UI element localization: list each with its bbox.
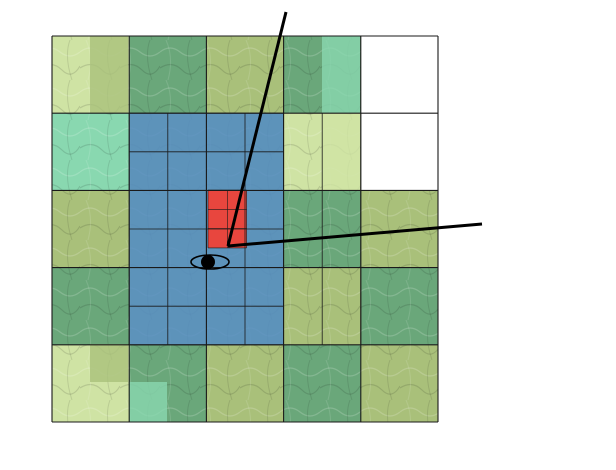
fine-cell-r5-c2 [206,306,245,345]
fine-cell-r3-c0 [129,229,168,268]
highlighted-cells [208,190,247,248]
terrain-texture-r2-c0 [52,190,130,268]
fine-cell-r1-c0 [129,151,168,191]
terrain-texture-r3-c4 [360,267,438,345]
observer-point [201,255,215,269]
fine-cell-r0-c0 [129,113,168,152]
ray-up [226,11,288,247]
terrain-texture-r4-c2 [206,344,284,422]
coarse-cell-r0-c4 [360,36,438,114]
ray-right [227,222,483,248]
fine-cell-r1-c2 [206,151,245,191]
uncertainty-ellipse [190,254,230,270]
fine-cell-r2-c3 [245,190,284,229]
terrain-texture-r4-c4 [360,344,438,422]
fine-cell-r4-c1 [167,267,207,307]
fine-cell-r5-c0 [129,306,168,345]
fine-cell-r0-c3 [245,113,284,152]
highlight-cell-r2-c2 [208,190,228,210]
fine-cell-r1-c1 [167,151,207,191]
fine-cell-r5-c1 [167,306,207,345]
grid-lines [51,35,439,423]
coarse-cell-r1-c4 [360,113,438,191]
fine-cell-r5-c3 [245,306,284,345]
fine-cell-r2-c1 [167,190,207,229]
fine-cell-r0-c1 [167,113,207,152]
fine-cell-r3-c3 [245,229,284,268]
highlight-cell-r4-c2 [208,228,228,248]
terrain-patch-2 [322,113,360,190]
fine-cell-r0-c2 [206,113,245,152]
terrain-patch-3 [90,344,128,382]
terrain-texture-r0-c1 [129,36,207,114]
terrain-patch-0 [90,36,128,113]
terrain-texture-r3-c0 [52,267,130,345]
fine-cell-r2-c0 [129,190,168,229]
fine-cell-r1-c3 [245,151,284,191]
terrain-patch-1 [322,36,360,113]
fine-cell-r4-c2 [206,267,245,307]
terrain-texture-r4-c3 [283,344,361,422]
fine-grid [129,113,284,345]
fine-cell-r4-c0 [129,267,168,307]
terrain-texture-r1-c0 [52,113,130,191]
fine-cell-r3-c1 [167,229,207,268]
terrain-patch-4 [129,382,167,422]
fine-cell-r4-c3 [245,267,284,307]
highlight-cell-r3-c2 [208,209,228,229]
